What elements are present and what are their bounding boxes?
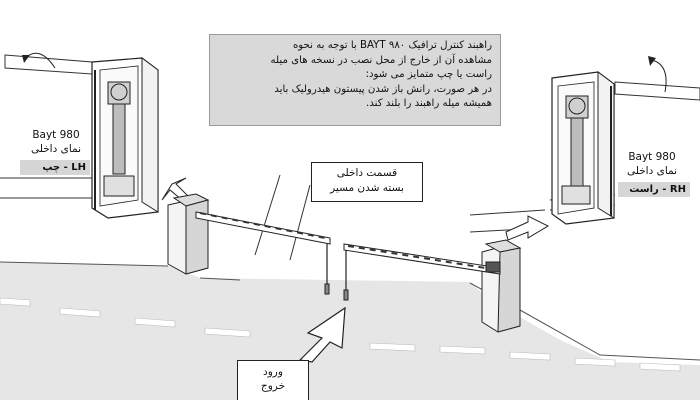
left-cabinet [91, 57, 159, 219]
entrance-line2: خروج [260, 380, 286, 392]
left-lift-arrowhead [22, 55, 30, 63]
installation-note: راهبند کنترل ترافیک BAYT ۹۸۰ با توجه به … [209, 34, 501, 126]
right-unit-side-tag: RH - راست [618, 182, 690, 197]
note-line: راست یا چپ متمایز می شود: [365, 69, 492, 81]
right-lift-arrowhead [648, 56, 656, 66]
note-line: مشاهده آن از خارج از محل نصب در نسخه های… [270, 54, 492, 66]
right-unit-model: Bayt 980 [628, 151, 676, 163]
inside-area-line1: قسمت داخلی [336, 167, 398, 179]
lane-markings [0, 297, 681, 372]
inside-area-label: قسمت داخلی بسته شدن مسیر [311, 162, 423, 202]
left-view-arrow [161, 177, 189, 201]
note-line: راهبند کنترل ترافیک BAYT ۹۸۰ با توجه به … [292, 40, 492, 51]
right-unit-caption: Bayt 980 نمای داخلی [616, 150, 688, 178]
right-lift-arrow [651, 59, 667, 93]
road-edge [0, 261, 241, 281]
left-unit-caption: Bayt 980 نمای داخلی [20, 128, 92, 156]
left-unit-view: نمای داخلی [30, 143, 82, 155]
note-line: همیشه میله راهبند را بلند کند. [366, 98, 492, 110]
right-view-arrow [505, 215, 550, 241]
right-unit-view: نمای داخلی [626, 165, 678, 177]
inside-area-line2: بسته شدن مسیر [330, 182, 404, 194]
entry-direction-arrow [298, 306, 346, 363]
left-unit-side-tag: LH - چپ [20, 160, 90, 175]
entrance-line1: ورود [263, 366, 283, 378]
entrance-label: ورود خروج [237, 360, 309, 400]
right-barrier [343, 239, 522, 333]
road-surface [0, 262, 700, 400]
left-unit-model: Bayt 980 [32, 129, 80, 141]
left-barrier [167, 193, 331, 295]
note-line: در هر صورت، رانش باز شدن پیستون هیدرولیک… [274, 83, 492, 95]
right-cabinet [551, 71, 615, 225]
